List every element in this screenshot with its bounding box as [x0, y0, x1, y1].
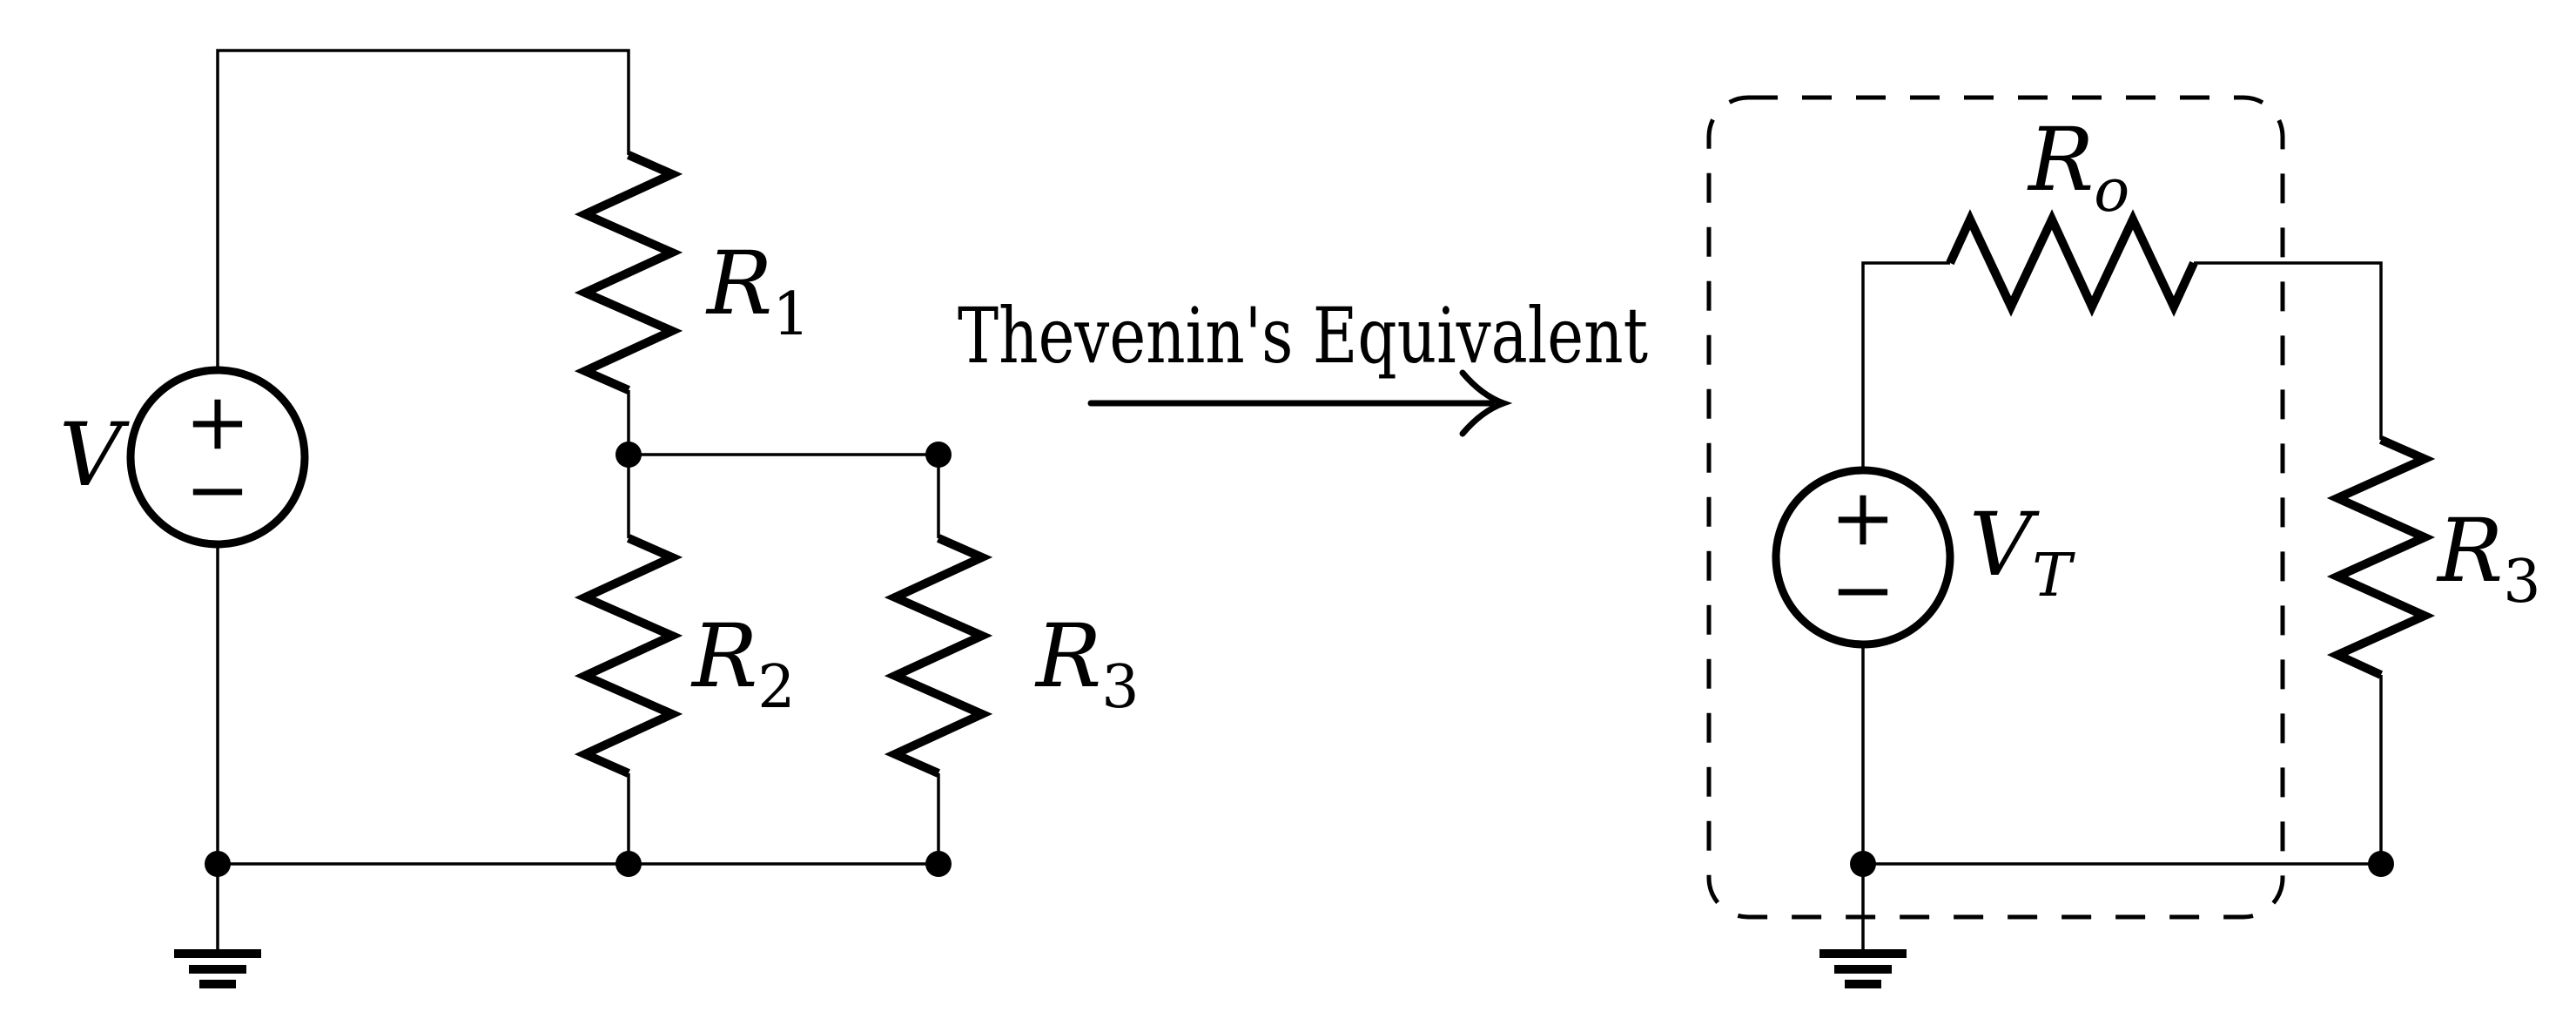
resistor-r1-label: R1: [705, 233, 810, 349]
thevenin-boundary-box: [1706, 95, 2285, 920]
transform-annotation: Thevenin's Equivalent: [958, 291, 1648, 437]
source-v-label: V: [59, 404, 130, 506]
transform-label: Thevenin's Equivalent: [958, 291, 1648, 381]
node-bottom-right: [925, 851, 952, 877]
source-v-plus-sign: +: [185, 376, 250, 468]
resistor-r2-label: R2: [690, 605, 796, 722]
thevenin-circuit: Ro + − VT R3: [1706, 95, 2541, 988]
ground-symbol-right: [1819, 864, 1907, 988]
source-v-minus-sign: −: [185, 444, 250, 536]
right-arrow-head: [1459, 369, 1513, 437]
voltage-source-vt: + − VT: [1772, 466, 2075, 649]
node-r3-top: [925, 442, 952, 468]
resistor-ro: Ro: [1946, 109, 2198, 317]
resistor-r3-right-zigzag: [2326, 435, 2436, 679]
resistor-r3-right-label: R3: [2436, 500, 2541, 617]
source-vt-plus-sign: +: [1830, 472, 1895, 563]
resistor-ro-zigzag: [1946, 209, 2198, 317]
source-vt-circle: [1772, 466, 1954, 649]
node-divider-tap: [615, 442, 642, 468]
resistor-r3-left: R3: [884, 534, 1140, 778]
resistor-r2-zigzag: [574, 534, 683, 778]
ground-symbol-left: [174, 864, 261, 988]
voltage-source-v: + − V: [59, 366, 309, 549]
wire-top-loop: [216, 49, 630, 370]
source-vt-minus-sign: −: [1830, 544, 1895, 636]
resistor-r2: R2: [574, 534, 796, 778]
node-r3-right-bottom: [2368, 851, 2394, 877]
wire-vt-to-ro: [1861, 261, 1950, 470]
resistor-r3-left-label: R3: [1034, 605, 1140, 722]
source-vt-label: VT: [1969, 494, 2075, 610]
resistor-r1: R1: [574, 151, 810, 394]
right-arrow: [1087, 369, 1513, 437]
resistor-r1-zigzag: [574, 151, 683, 394]
node-bottom-mid: [615, 851, 642, 877]
resistor-r3-left-zigzag: [884, 534, 993, 778]
wire-ro-to-r3: [2194, 261, 2383, 440]
source-v-circle: [126, 366, 309, 549]
resistor-r3-right: R3: [2326, 435, 2541, 679]
resistor-ro-label: Ro: [2027, 109, 2129, 226]
original-circuit: + − V R1 R2 R3: [59, 49, 1140, 988]
